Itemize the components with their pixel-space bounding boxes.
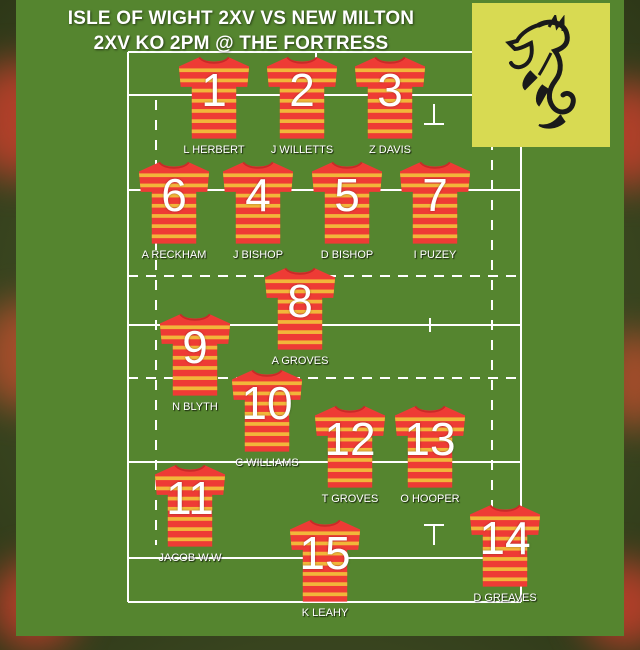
rugby-shirt-icon <box>159 313 231 396</box>
player-4: 4 J BISHOP <box>208 160 308 270</box>
player-name: J WILLETTS <box>270 144 334 156</box>
player-7: 7 I PUZEY <box>385 160 485 270</box>
player-name: T GROVES <box>321 493 379 505</box>
match-title-line1: ISLE OF WIGHT 2XV VS NEW MILTON <box>67 8 415 29</box>
rugby-shirt-icon <box>154 464 226 547</box>
player-name: JACOB W.W <box>158 552 222 564</box>
rugby-shirt-icon <box>314 405 386 488</box>
shirt-number: 5 <box>334 169 360 221</box>
shirt-number: 11 <box>166 472 214 524</box>
player-name: I PUZEY <box>413 249 457 261</box>
player-name: N BLYTH <box>172 401 218 413</box>
rugby-shirt-icon <box>469 504 541 587</box>
player-14: 14 D GREAVES <box>455 503 555 613</box>
player-8: 8 A GROVES <box>250 266 350 376</box>
shirt-number: 3 <box>377 64 403 116</box>
rugby-shirt-icon <box>289 519 361 602</box>
rugby-shirt-icon <box>138 161 210 244</box>
player-name: C WILLIAMS <box>235 457 299 469</box>
shirt-number: 15 <box>299 527 351 579</box>
player-name: D GREAVES <box>473 592 537 604</box>
shirt-number: 14 <box>479 512 531 564</box>
player-6: 6 A RECKHAM <box>124 160 224 270</box>
rugby-shirt-icon <box>178 56 250 139</box>
rugby-shirt-icon <box>311 161 383 244</box>
player-name: A GROVES <box>271 355 329 367</box>
player-name: L HERBERT <box>183 144 245 156</box>
shirt-number: 2 <box>289 64 315 116</box>
rugby-shirt-icon <box>222 161 294 244</box>
player-1: 1 L HERBERT <box>164 55 264 165</box>
player-13: 13 O HOOPER <box>380 404 480 514</box>
player-name: Z DAVIS <box>369 144 411 156</box>
lineup-card: ISLE OF WIGHT 2XV VS NEW MILTON 2XV KO 2… <box>16 0 624 636</box>
player-name: D BISHOP <box>320 249 374 261</box>
shirt-number: 1 <box>201 64 227 116</box>
player-name: A RECKHAM <box>141 249 207 261</box>
shirt-number: 10 <box>241 377 293 429</box>
player-5: 5 D BISHOP <box>297 160 397 270</box>
player-10: 10 C WILLIAMS <box>217 368 317 478</box>
shirt-number: 6 <box>161 169 187 221</box>
shirt-number: 13 <box>404 413 456 465</box>
player-name: J BISHOP <box>232 249 284 261</box>
rugby-shirt-icon <box>266 56 338 139</box>
club-logo <box>472 3 610 147</box>
shirt-number: 4 <box>245 169 271 221</box>
player-3: 3 Z DAVIS <box>340 55 440 165</box>
rugby-shirt-icon <box>264 267 336 350</box>
rugby-shirt-icon <box>394 405 466 488</box>
shirt-number: 7 <box>422 169 448 221</box>
player-2: 2 J WILLETTS <box>252 55 352 165</box>
player-12: 12 T GROVES <box>300 404 400 514</box>
player-name: O HOOPER <box>400 493 460 505</box>
shirt-number: 8 <box>287 275 313 327</box>
rugby-shirt-icon <box>399 161 471 244</box>
rugby-shirt-icon <box>231 369 303 452</box>
player-9: 9 N BLYTH <box>145 312 245 422</box>
player-15: 15 K LEAHY <box>275 518 375 628</box>
player-name: K LEAHY <box>301 607 349 619</box>
rugby-shirt-icon <box>354 56 426 139</box>
shirt-number: 9 <box>182 321 208 373</box>
match-title-line2: 2XV KO 2PM @ THE FORTRESS <box>93 33 389 54</box>
shirt-number: 12 <box>324 413 376 465</box>
seahorse-icon <box>505 15 576 129</box>
